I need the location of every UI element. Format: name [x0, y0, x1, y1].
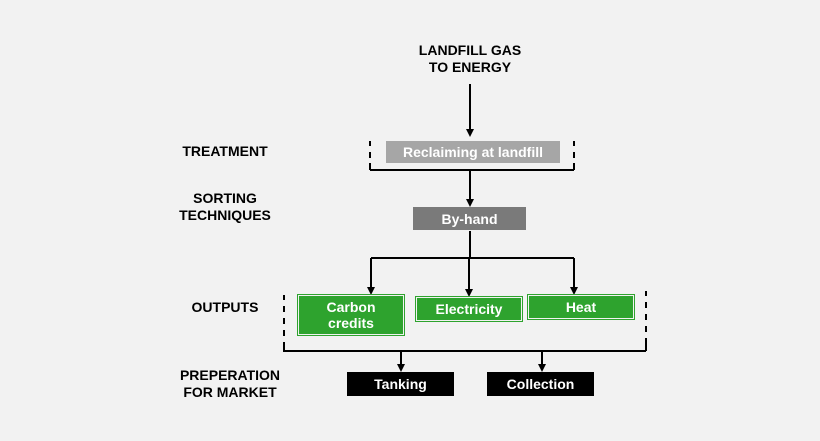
diagram-title: LANDFILL GAS TO ENERGY — [400, 42, 540, 76]
node-tanking: Tanking — [347, 372, 454, 396]
stage-label-sorting-line-2: TECHNIQUES — [179, 207, 271, 223]
node-electricity: Electricity — [415, 296, 523, 322]
stage-label-preparation-line-2: FOR MARKET — [183, 384, 277, 400]
stage-label-preparation: PREPERATION FOR MARKET — [155, 367, 305, 401]
node-heat: Heat — [527, 294, 635, 320]
stage-label-sorting-line-1: SORTING — [193, 190, 257, 206]
stage-label-preparation-line-1: PREPERATION — [179, 367, 281, 383]
stage-label-treatment: TREATMENT — [182, 143, 268, 159]
stage-label-outputs: OUTPUTS — [191, 299, 259, 315]
node-collection: Collection — [487, 372, 594, 396]
node-reclaiming: Reclaiming at landfill — [386, 141, 560, 163]
node-by-hand: By-hand — [413, 207, 526, 230]
title-line-2: TO ENERGY — [428, 59, 512, 75]
title-line-1: LANDFILL GAS — [418, 42, 522, 58]
stage-label-sorting: SORTING TECHNIQUES — [150, 190, 300, 224]
node-carbon-credits: Carbon credits — [297, 294, 405, 336]
